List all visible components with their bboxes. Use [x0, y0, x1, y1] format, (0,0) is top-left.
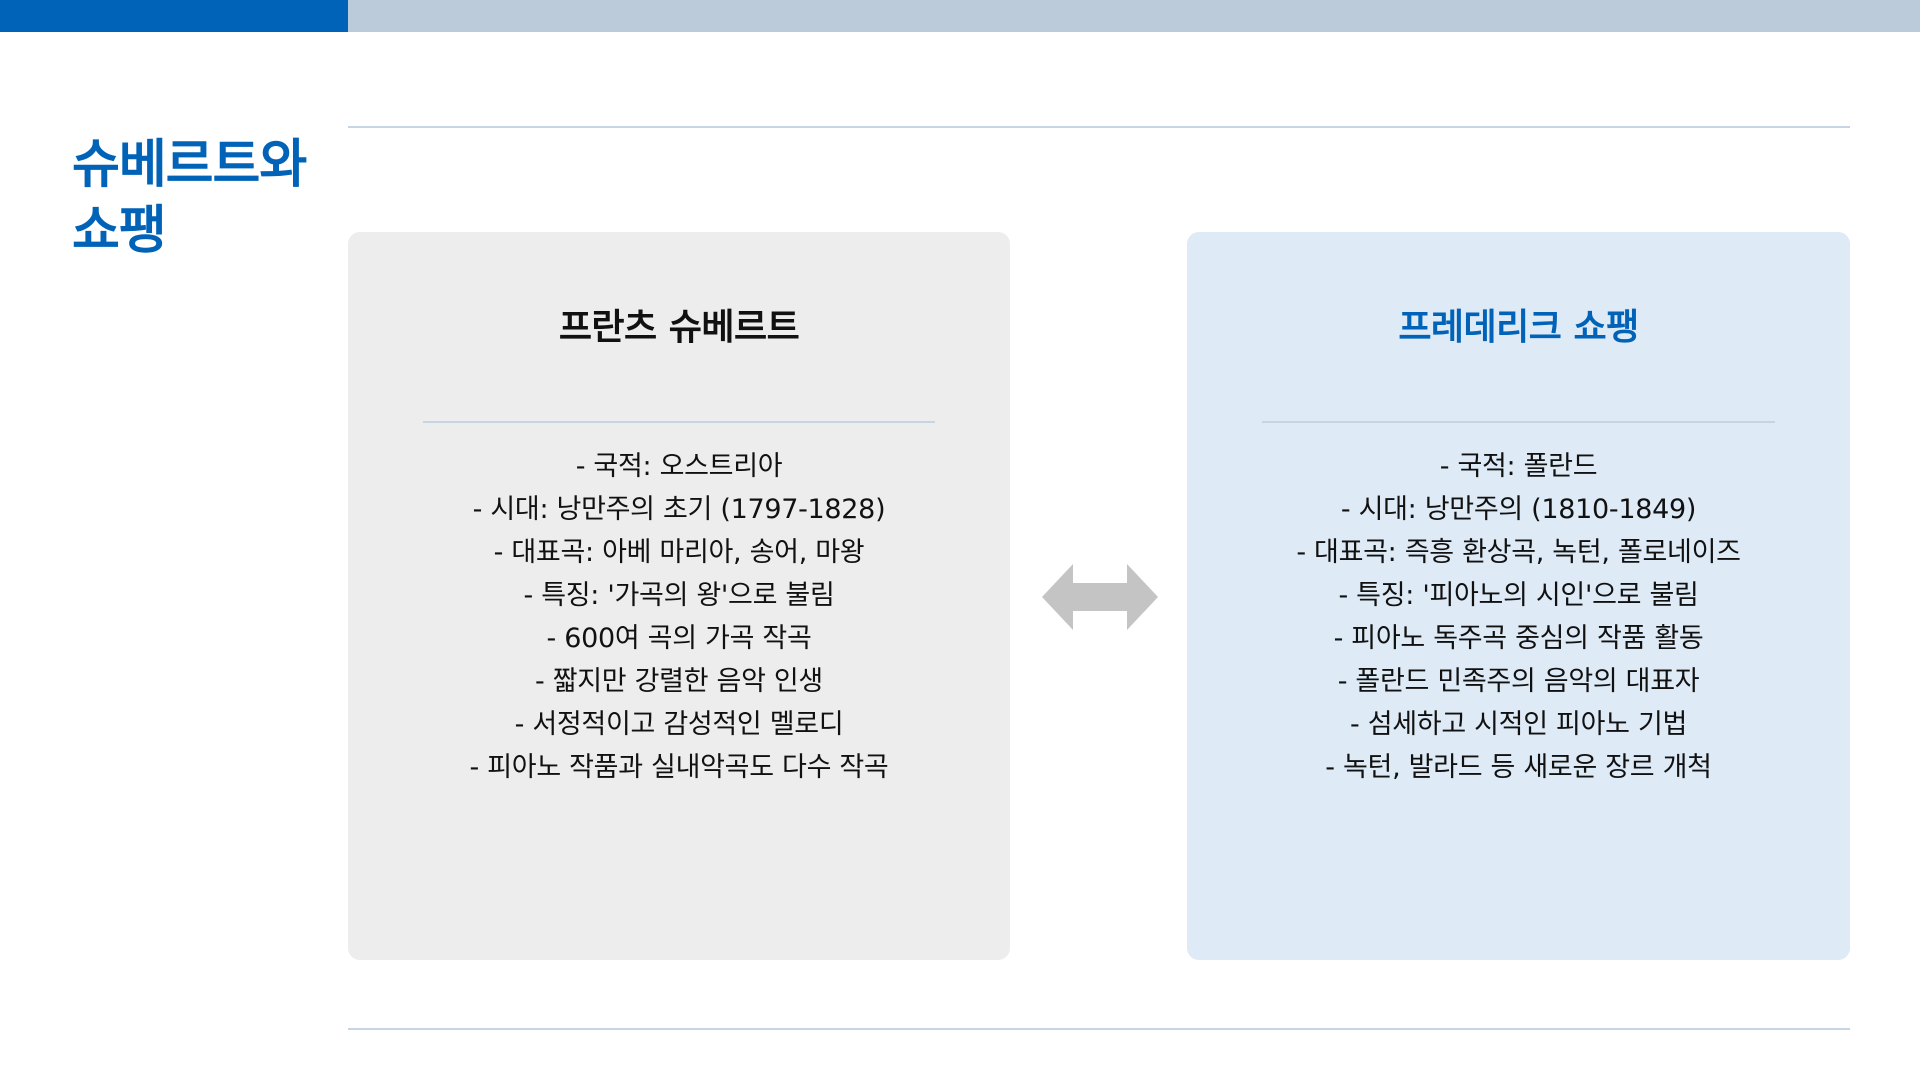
fact-list: - 국적: 폴란드 - 시대: 낭만주의 (1810-1849) - 대표곡: …: [1187, 445, 1850, 789]
list-item: - 특징: '피아노의 시인'으로 불림: [1338, 580, 1699, 611]
top-bar: [0, 0, 1920, 32]
list-item: - 특징: '가곡의 왕'으로 불림: [523, 580, 835, 611]
card-divider: [423, 421, 935, 423]
list-item: - 시대: 낭만주의 초기 (1797-1828): [472, 494, 886, 525]
list-item: - 피아노 작품과 실내악곡도 다수 작곡: [469, 752, 889, 783]
fact-list: - 국적: 오스트리아 - 시대: 낭만주의 초기 (1797-1828) - …: [348, 445, 1010, 789]
double-arrow-icon: [1042, 564, 1158, 630]
card-divider: [1262, 421, 1775, 423]
list-item: - 국적: 오스트리아: [575, 451, 783, 482]
list-item: - 국적: 폴란드: [1439, 451, 1598, 482]
list-item: - 녹턴, 발라드 등 새로운 장르 개척: [1325, 752, 1712, 783]
list-item: - 600여 곡의 가곡 작곡: [546, 623, 812, 654]
list-item: - 섬세하고 시적인 피아노 기법: [1349, 709, 1688, 740]
bottom-divider: [348, 1028, 1850, 1030]
list-item: - 서정적이고 감성적인 멜로디: [514, 709, 844, 740]
list-item: - 대표곡: 아베 마리아, 송어, 마왕: [493, 537, 865, 568]
list-item: - 대표곡: 즉흥 환상곡, 녹턴, 폴로네이즈: [1296, 537, 1741, 568]
list-item: - 피아노 독주곡 중심의 작품 활동: [1333, 623, 1704, 654]
card-title: 프란츠 슈베르트: [558, 307, 800, 348]
list-item: - 시대: 낭만주의 (1810-1849): [1340, 494, 1697, 525]
top-bar-accent: [0, 0, 348, 32]
slide-title: 슈베르트와 쇼팽: [72, 135, 307, 261]
schubert-card: 프란츠 슈베르트 - 국적: 오스트리아 - 시대: 낭만주의 초기 (1797…: [348, 232, 1010, 960]
chopin-card: 프레데리크 쇼팽 - 국적: 폴란드 - 시대: 낭만주의 (1810-1849…: [1187, 232, 1850, 960]
list-item: - 폴란드 민족주의 음악의 대표자: [1337, 666, 1700, 697]
top-divider: [348, 126, 1850, 128]
card-title: 프레데리크 쇼팽: [1398, 307, 1639, 348]
list-item: - 짧지만 강렬한 음악 인생: [535, 666, 823, 697]
